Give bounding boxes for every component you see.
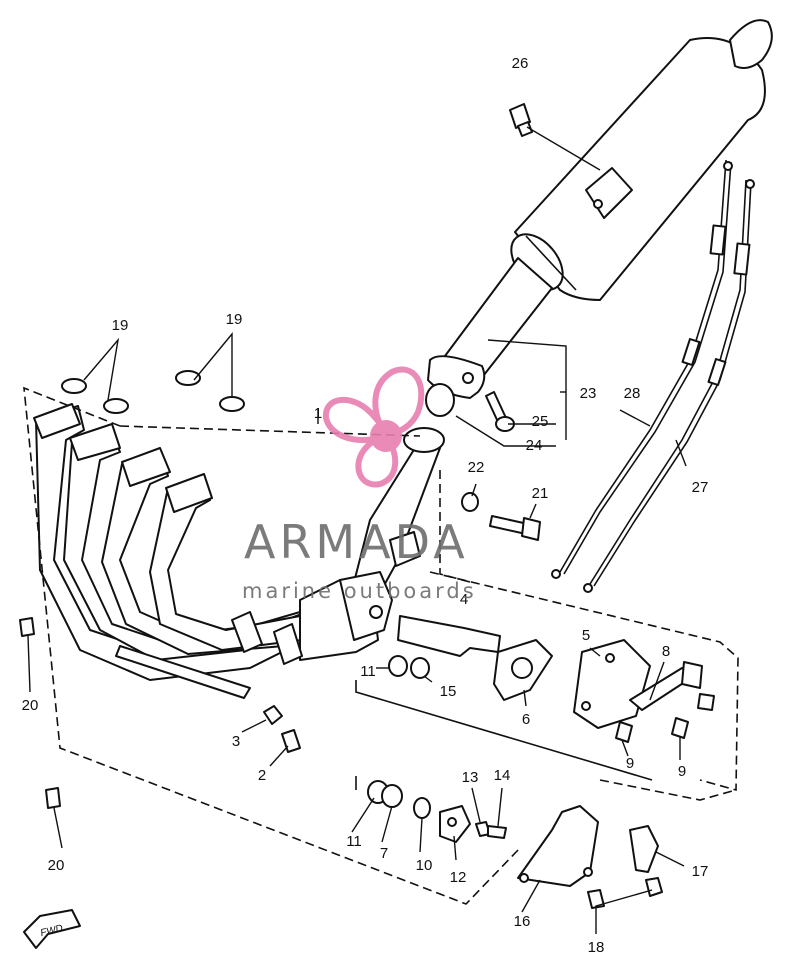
callout-26: 26 [512, 55, 529, 72]
callout-8: 8 [662, 643, 670, 660]
callout-21: 21 [532, 485, 549, 502]
bush-7 [381, 784, 403, 808]
callout-17: 17 [692, 863, 709, 880]
bolt-26 [509, 103, 601, 171]
cap-20b [45, 787, 61, 809]
bolts-18 [587, 877, 663, 909]
callout-25: 25 [532, 413, 549, 430]
bush-11-15 [388, 655, 430, 679]
callout-5: 5 [582, 627, 590, 644]
callout-16: 16 [514, 913, 531, 930]
callout-20b: 20 [48, 857, 65, 874]
tail-pipe [425, 257, 553, 417]
callout-13: 13 [462, 769, 479, 786]
leader-lines [27, 332, 687, 934]
muffler [510, 19, 773, 301]
fwd-arrow: FWD [23, 909, 81, 949]
callout-4: 4 [460, 591, 468, 608]
callout-14: 14 [494, 767, 511, 784]
callout-11b: 11 [346, 833, 362, 850]
watermark: ARMADA marine outboards [242, 366, 477, 603]
nut-3 [263, 705, 283, 725]
watermark-brand: ARMADA [244, 515, 469, 569]
callout-3: 3 [232, 733, 240, 750]
callout-9b: 9 [678, 763, 686, 780]
assembly-boundary [23, 386, 739, 905]
callout-24: 24 [526, 437, 543, 454]
callout-9a: 9 [626, 755, 634, 772]
fwd-label: FWD [39, 923, 64, 939]
valve-shaft-4 [397, 615, 501, 657]
callout-18: 18 [588, 939, 605, 956]
callout-20a: 20 [22, 697, 39, 714]
cable-28 [551, 159, 733, 579]
callout-2: 2 [258, 767, 266, 784]
callout-27: 27 [692, 479, 709, 496]
watermark-tagline: marine outboards [242, 579, 477, 603]
header-pipes [33, 403, 445, 699]
armada-logo-icon [322, 366, 425, 488]
bolt-21 [489, 515, 541, 541]
bracket-17 [629, 825, 659, 873]
cap-20a [19, 617, 35, 637]
bolt-25 [485, 391, 515, 432]
group-outline [355, 680, 653, 790]
valve-housing-5 [573, 639, 651, 729]
callout-28: 28 [624, 385, 641, 402]
bolts-9 [615, 693, 715, 743]
callout-6: 6 [522, 711, 530, 728]
cable-27 [583, 179, 755, 593]
lever-8 [629, 661, 703, 711]
washer-10 [413, 797, 431, 819]
callout-15: 15 [440, 683, 457, 700]
callout-labels: 26 19 19 1 23 25 24 28 27 22 21 4 5 8 6 … [22, 55, 709, 956]
callout-23: 23 [580, 385, 597, 402]
washer-22 [461, 492, 479, 512]
callout-12: 12 [450, 869, 467, 886]
callout-19a: 19 [112, 317, 129, 334]
cover-16 [517, 805, 599, 887]
screw-13-14 [475, 821, 507, 839]
callout-10: 10 [416, 857, 433, 874]
gasket-6 [493, 639, 553, 701]
callout-7: 7 [380, 845, 388, 862]
bolt-2 [281, 729, 301, 753]
pulley-12 [439, 805, 471, 843]
callout-1: 1 [314, 405, 322, 422]
callout-22: 22 [468, 459, 485, 476]
callout-19b: 19 [226, 311, 243, 328]
callout-11a: 11 [360, 663, 376, 680]
gaskets-19 [61, 370, 245, 414]
